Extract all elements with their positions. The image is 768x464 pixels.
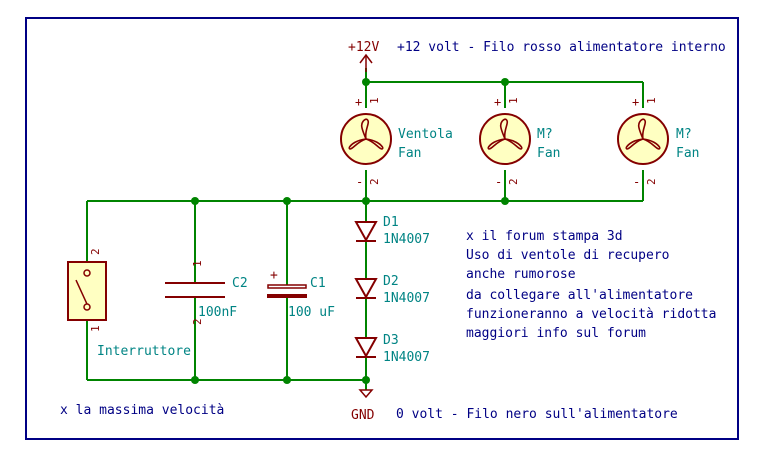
- fan-pin-bot: 2: [507, 178, 520, 185]
- fan-pin-sign-top: +: [494, 95, 501, 109]
- vcc-note: +12 volt - Filo rosso alimentatore inter…: [397, 40, 726, 55]
- junction-dot: [362, 376, 370, 384]
- diode-value: 1N4007: [383, 232, 430, 247]
- fan-pin-bot: 2: [645, 178, 658, 185]
- junction-dot: [501, 78, 509, 86]
- diode-icon: [354, 278, 378, 300]
- capacitor-plate-negative: [267, 294, 307, 298]
- gnd-label: GND: [351, 408, 375, 423]
- capacitor-ref: C1: [310, 276, 326, 291]
- gnd-symbol: [358, 389, 374, 399]
- junction-dot: [501, 197, 509, 205]
- capacitor-pin-top: 1: [191, 260, 204, 267]
- diode-value: 1N4007: [383, 350, 430, 365]
- note-line: maggiori info sul forum: [466, 326, 646, 341]
- vcc-symbol: [359, 53, 373, 72]
- junction-dot: [283, 197, 291, 205]
- capacitor-value: 100 uF: [288, 305, 335, 320]
- capacitor-polarity: +: [270, 268, 278, 283]
- diode-ref: D3: [383, 333, 399, 348]
- fan-pin-sign-top: +: [632, 95, 639, 109]
- diode-value: 1N4007: [383, 291, 430, 306]
- switch-contact: [83, 269, 91, 277]
- forum-notes: x il forum stampa 3d Uso di ventole di r…: [466, 229, 716, 341]
- fan-value: Fan: [398, 146, 421, 161]
- fan-2: + 1 - 2 M? Fan: [479, 95, 560, 189]
- capacitor-value: 100nF: [198, 305, 237, 320]
- fan-pin-sign-bot: -: [356, 175, 363, 189]
- capacitor-c1: + C1 100 uF: [267, 268, 335, 320]
- diode-d3: D3 1N4007: [354, 333, 430, 365]
- gnd-note: 0 volt - Filo nero sull'alimentatore: [396, 407, 678, 422]
- diode-d1: D1 1N4007: [354, 215, 430, 247]
- note-line: da collegare all'alimentatore: [466, 288, 693, 303]
- fan-ref: M?: [537, 127, 553, 142]
- fan-pin-sign-bot: -: [495, 175, 502, 189]
- junctions: [191, 78, 509, 384]
- vcc-label: +12V: [348, 40, 379, 55]
- diode-icon: [354, 337, 378, 359]
- junction-dot: [362, 197, 370, 205]
- fan-icon: [479, 113, 531, 165]
- junction-dot: [191, 197, 199, 205]
- fan-3: + 1 - 2 M? Fan: [617, 95, 699, 189]
- note-line: funzioneranno a velocità ridotta: [466, 307, 716, 322]
- speed-note: x la massima velocità: [60, 403, 224, 418]
- fan-pin-top: 1: [368, 97, 381, 104]
- switch-pin-bot: 1: [89, 325, 102, 332]
- fan-value: Fan: [537, 146, 560, 161]
- junction-dot: [362, 78, 370, 86]
- diode-d2: D2 1N4007: [354, 274, 430, 306]
- junction-dot: [191, 376, 199, 384]
- fan-pin-bot: 2: [368, 178, 381, 185]
- capacitor-c2: 1 2 C2 100nF: [165, 260, 248, 325]
- capacitor-ref: C2: [232, 276, 248, 291]
- fan-icon: [340, 113, 392, 165]
- diode-icon: [354, 221, 378, 243]
- switch: 2 1 Interruttore: [67, 248, 191, 359]
- fan-pin-top: 1: [507, 97, 520, 104]
- diode-ref: D1: [383, 215, 399, 230]
- fan-pin-sign-bot: -: [633, 175, 640, 189]
- switch-label: Interruttore: [97, 344, 191, 359]
- switch-pin-top: 2: [89, 248, 102, 255]
- capacitor-plate: [267, 284, 307, 289]
- diode-ref: D2: [383, 274, 399, 289]
- fan-ref: M?: [676, 127, 692, 142]
- fan-pin-top: 1: [645, 97, 658, 104]
- note-line: x il forum stampa 3d: [466, 229, 623, 244]
- note-line: anche rumorose: [466, 267, 576, 282]
- fan-ref: Ventola: [398, 127, 453, 142]
- switch-lever: [75, 279, 88, 305]
- capacitor-pin-bot: 2: [191, 318, 204, 325]
- junction-dot: [283, 376, 291, 384]
- fan-pin-sign-top: +: [355, 95, 362, 109]
- fan-icon: [617, 113, 669, 165]
- sheet-frame: [25, 17, 739, 440]
- fan-value: Fan: [676, 146, 699, 161]
- fan-1: + 1 - 2 Ventola Fan: [340, 95, 453, 189]
- note-line: Uso di ventole di recupero: [466, 248, 670, 263]
